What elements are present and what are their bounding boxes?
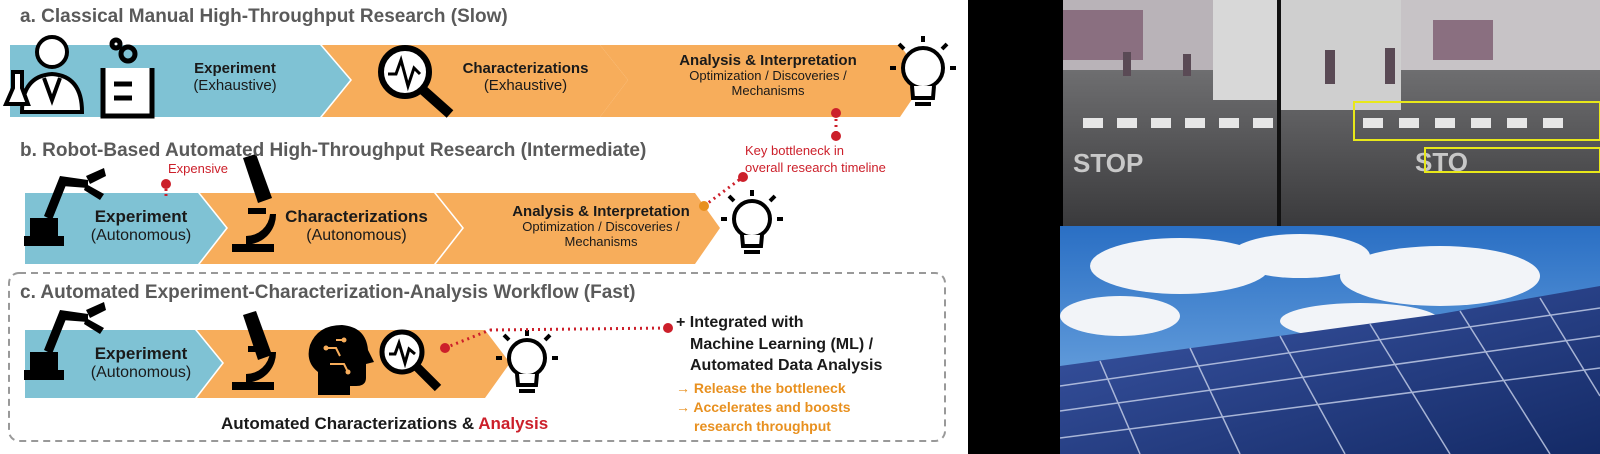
arrow-c-experiment (25, 330, 222, 398)
street-scene: STOP STO (1063, 0, 1600, 226)
crosswalk-left (1083, 118, 1273, 128)
magnifier-chart-icon (378, 45, 454, 118)
benefits-note: → Release the bottleneck → Accelerates a… (676, 379, 851, 436)
bottleneck-dot-b-end (738, 172, 748, 182)
bottleneck-dot-b-start (699, 201, 709, 211)
panel-grid (1060, 297, 1600, 454)
section-c-box (8, 272, 946, 442)
stop-marking-left: STOP (1073, 148, 1143, 178)
step-c-experiment-label: Experiment (94, 344, 188, 363)
bottleneck-connector-b (703, 175, 744, 208)
detection-box-stop (1424, 147, 1600, 173)
step-b-experiment: Experiment (Autonomous) (76, 207, 206, 245)
section-c-footer-highlight: Analysis (478, 414, 549, 433)
solar-panels-photo (1060, 226, 1600, 454)
step-a-char-sub: (Exhaustive) (483, 77, 568, 95)
arrow-b-analysis (436, 193, 720, 264)
solar-scene (1060, 226, 1600, 454)
pedestrians (1123, 48, 1395, 84)
bottleneck-note: Key bottleneck in overall research timel… (745, 143, 886, 177)
step-a-char-label: Characterizations (462, 60, 589, 77)
expensive-dot (161, 179, 171, 189)
lightbulb-icon (890, 36, 956, 106)
bottleneck-dot-a-bottom (831, 131, 841, 141)
ml-note-line1: + Integrated with (676, 314, 804, 331)
section-c-footer: Automated Characterizations & Analysis (221, 414, 548, 434)
step-b-char-sub: (Autonomous) (306, 226, 407, 244)
diagram-shapes (2, 35, 956, 442)
detection-box-crosswalk (1353, 101, 1600, 141)
microscope-icon (232, 154, 277, 252)
image-divider (1277, 0, 1281, 226)
street-crosswalk-photo: STOP STO (1063, 0, 1600, 226)
step-c-experiment-sub: (Autonomous) (90, 363, 192, 381)
step-b-analysis: Analysis & Interpretation Optimization /… (496, 203, 706, 250)
step-a-experiment-label: Experiment (194, 60, 276, 77)
crosswalk-right (1363, 118, 1563, 128)
section-c-footer-prefix: Automated Characterizations & (221, 414, 475, 433)
benefit-line3: research throughput (694, 417, 831, 434)
step-c-experiment: Experiment (Autonomous) (76, 344, 206, 382)
step-a-experiment-sub: (Exhaustive) (193, 77, 277, 95)
step-b-experiment-label: Experiment (94, 207, 188, 226)
workflow-diagram: a. Classical Manual High-Throughput Rese… (0, 0, 968, 454)
arrow-a-analysis (600, 45, 925, 117)
beaker-icon (100, 37, 155, 119)
clouds (1060, 234, 1540, 339)
magnifier-chart-icon-c (379, 329, 442, 392)
ml-connector-h (489, 326, 669, 332)
step-a-experiment: Experiment (Exhaustive) (170, 60, 300, 95)
step-a-analysis-sub1: Optimization / Discoveries / (689, 68, 847, 84)
flask-icon (2, 70, 31, 106)
step-a-analysis: Analysis & Interpretation Optimization /… (658, 52, 878, 99)
ai-head-icon (308, 325, 374, 395)
arrow-b-experiment (25, 193, 226, 264)
arrow-a-experiment (10, 45, 350, 117)
scientist-icon (19, 35, 85, 114)
step-b-char-label: Characterizations (285, 207, 428, 226)
ml-note-line2: Machine Learning (ML) / (690, 335, 874, 353)
lightbulb-icon-c (496, 330, 558, 393)
robot-arm-icon (24, 168, 106, 246)
section-b-title: b. Robot-Based Automated High-Throughput… (20, 140, 647, 161)
section-c-title: c. Automated Experiment-Characterization… (20, 282, 636, 303)
expensive-note: Expensive (168, 161, 228, 176)
ml-dot-end (663, 323, 673, 333)
ml-note: + Integrated with Machine Learning (ML) … (676, 312, 882, 377)
trees-right (1433, 20, 1493, 60)
benefit-line1: → Release the bottleneck (676, 380, 846, 396)
ml-note-line3: Automated Data Analysis (690, 357, 883, 375)
microscope-icon-c (232, 311, 277, 390)
step-b-experiment-sub: (Autonomous) (90, 226, 192, 244)
section-a-title: a. Classical Manual High-Throughput Rese… (20, 6, 508, 27)
step-b-analysis-sub1: Optimization / Discoveries / (522, 219, 680, 235)
benefit-line2: → Accelerates and boosts (676, 398, 851, 415)
step-b-analysis-label: Analysis & Interpretation (512, 203, 690, 220)
bottleneck-note-line1: Key bottleneck in (745, 143, 845, 158)
bottleneck-note-line2: overall research timeline (745, 159, 886, 175)
step-a-analysis-sub2: Mechanisms (731, 83, 805, 99)
lightbulb-icon-b (721, 190, 783, 254)
building-right (1281, 0, 1401, 110)
step-a-characterizations: Characterizations (Exhaustive) (448, 60, 603, 95)
building-left (1213, 0, 1277, 100)
ml-dot-start (440, 343, 450, 353)
bottleneck-dot-a-top (831, 108, 841, 118)
ml-connector (444, 328, 491, 350)
step-b-analysis-sub2: Mechanisms (564, 234, 638, 250)
step-b-characterizations: Characterizations (Autonomous) (274, 207, 439, 245)
trees-left (1063, 10, 1143, 60)
step-a-analysis-label: Analysis & Interpretation (679, 52, 857, 69)
robot-arm-icon-c (24, 302, 106, 380)
